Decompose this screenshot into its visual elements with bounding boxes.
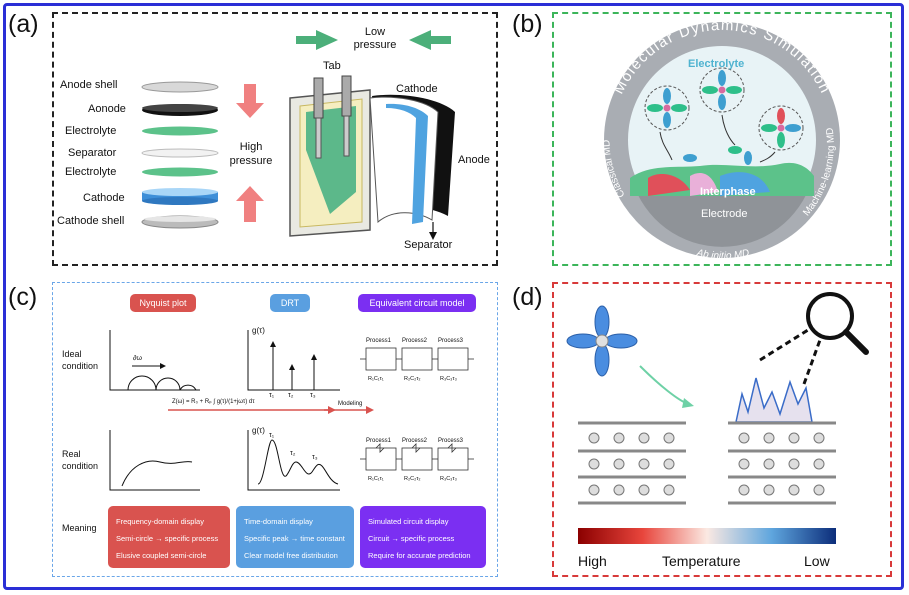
meaning-ecm-1: Simulated circuit display bbox=[368, 517, 449, 526]
meaning-ecm-box: Simulated circuit display Circuit → spec… bbox=[360, 506, 486, 568]
process1-ideal: Process1 bbox=[366, 338, 392, 344]
panel-a-frame bbox=[52, 12, 498, 266]
meaning-drt-2: Specific peak → time constant bbox=[244, 534, 345, 543]
figure-frame bbox=[3, 3, 904, 590]
g-tau-real: g(τ) bbox=[252, 426, 265, 435]
colorbar-high-label: High bbox=[578, 553, 607, 569]
rc2-ideal: R₂C₂τ₂ bbox=[404, 376, 421, 382]
panel-c-frame bbox=[52, 282, 498, 577]
meaning-drt-1: Time-domain display bbox=[244, 517, 313, 526]
process1-real: Process1 bbox=[366, 438, 392, 444]
layer-label-anode: Aonode bbox=[88, 103, 126, 115]
process3-real: Process3 bbox=[438, 438, 464, 444]
temperature-colorbar bbox=[578, 528, 836, 544]
meaning-drt-3: Clear model free distribution bbox=[244, 551, 338, 560]
anode-label: Anode bbox=[458, 154, 490, 166]
rc1-real: R₁C₁τ₁ bbox=[368, 476, 384, 482]
tau3-real-label: τ₃ bbox=[312, 454, 318, 461]
layer-label-separator: Separator bbox=[68, 147, 117, 159]
magnifier-icon bbox=[759, 292, 869, 385]
panel-label-b: (b) bbox=[512, 10, 543, 38]
rc2-real: R₂C₂τ₂ bbox=[404, 476, 421, 482]
panel-label-a: (a) bbox=[8, 10, 39, 38]
meaning-nyquist-1: Frequency-domain display bbox=[116, 517, 204, 526]
layer-label-cathode: Cathode bbox=[83, 192, 125, 204]
meaning-nyquist-3: Elusive coupled semi-circle bbox=[116, 551, 207, 560]
meaning-drt-box: Time-domain display Specific peak → time… bbox=[236, 506, 354, 568]
header-nyquist: Nyquist plot bbox=[130, 294, 196, 312]
drt-formula: Z(ω) = R₀ + Rₚ ∫ g(τ)/(1+jωτ) dτ bbox=[172, 399, 255, 405]
ideal-condition-label: Ideal condition bbox=[62, 349, 99, 371]
rc3-real: R₃C₃τ₃ bbox=[440, 476, 457, 482]
meaning-ecm-2: Circuit → specific process bbox=[368, 534, 455, 543]
modeling-label: Modeling bbox=[338, 401, 363, 407]
electrolyte-label-b: Electrolyte bbox=[688, 58, 745, 70]
meaning-nyquist-box: Frequency-domain display Semi-circle → s… bbox=[108, 506, 230, 568]
molecule-icon bbox=[566, 305, 638, 377]
process3-ideal: Process3 bbox=[438, 338, 464, 344]
meaning-label: Meaning bbox=[62, 523, 97, 533]
meaning-nyquist-2: Semi-circle → specific process bbox=[116, 534, 219, 543]
process2-real: Process2 bbox=[402, 438, 428, 444]
colorbar-temperature-label: Temperature bbox=[662, 553, 741, 569]
tau1-real-label: τ₁ bbox=[269, 432, 275, 439]
separator-label: Separator bbox=[404, 239, 453, 251]
tau3-label: τ₃ bbox=[310, 392, 316, 399]
panel-d-frame bbox=[552, 282, 892, 577]
layer-label-electrolyte-top: Electrolyte bbox=[65, 125, 117, 137]
header-drt: DRT bbox=[270, 294, 310, 312]
panel-b-frame bbox=[552, 12, 892, 266]
omega-label: ∂ω bbox=[133, 355, 142, 362]
rc3-ideal: R₃C₃τ₃ bbox=[440, 376, 457, 382]
layer-label-cathode-shell: Cathode shell bbox=[57, 215, 125, 227]
g-tau-ideal: g(τ) bbox=[252, 326, 265, 335]
panel-label-c: (c) bbox=[8, 283, 38, 311]
tab-label: Tab bbox=[323, 60, 341, 72]
real-condition-label: Real condition bbox=[62, 449, 99, 471]
header-ecm: Equivalent circuit model bbox=[358, 294, 476, 312]
electrode-label: Electrode bbox=[701, 208, 748, 220]
low-pressure-label: Low pressure bbox=[353, 26, 397, 51]
tau2-real-label: τ₂ bbox=[290, 450, 296, 457]
tau1-label: τ₁ bbox=[269, 392, 275, 399]
meaning-ecm-3: Require for accurate prediction bbox=[368, 551, 471, 560]
layer-label-electrolyte-bottom: Electrolyte bbox=[65, 166, 117, 178]
layer-label-anode-shell: Anode shell bbox=[60, 79, 118, 91]
tau2-label: τ₂ bbox=[288, 392, 294, 399]
cathode-label: Cathode bbox=[396, 83, 438, 95]
colorbar-low-label: Low bbox=[804, 553, 830, 569]
rc1-ideal: R₁C₁τ₁ bbox=[368, 376, 384, 382]
process2-ideal: Process2 bbox=[402, 338, 428, 344]
high-pressure-label: High pressure bbox=[229, 141, 273, 167]
interphase-label: Interphase bbox=[700, 186, 756, 198]
ring-bottom-text: Ab initio MD bbox=[695, 247, 751, 261]
panel-label-d: (d) bbox=[512, 283, 543, 311]
